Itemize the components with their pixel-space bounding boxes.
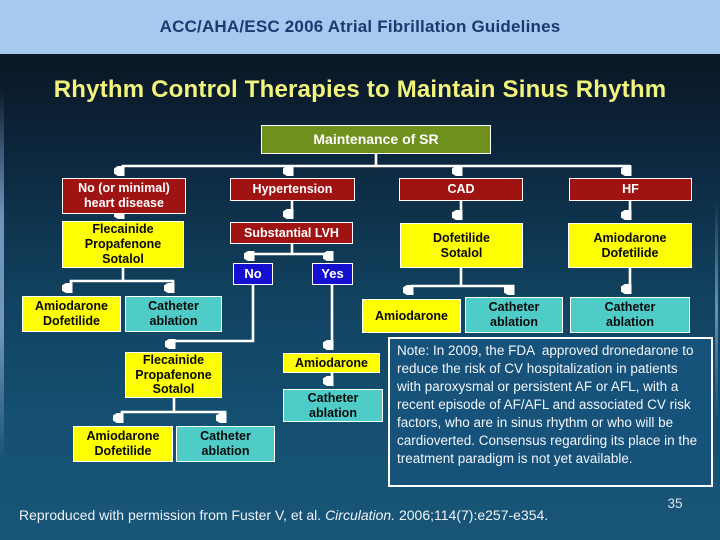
guidelines-header: ACC/AHA/ESC 2006 Atrial Fibrillation Gui… xyxy=(159,17,561,36)
node-hypertension: Hypertension xyxy=(230,178,355,201)
right-edge-highlight xyxy=(715,200,718,420)
node-amiodarone-dofetilide-bottom: Amiodarone Dofetilide xyxy=(73,426,173,462)
page-number: 35 xyxy=(667,496,683,511)
node-cad: CAD xyxy=(399,178,523,201)
header-banner: ACC/AHA/ESC 2006 Atrial Fibrillation Gui… xyxy=(0,0,720,54)
slide-title: Rhythm Control Therapies to Maintain Sin… xyxy=(53,76,667,103)
connector xyxy=(172,284,255,343)
node-hf: HF xyxy=(569,178,692,201)
citation-prefix: Reproduced with permission from Fuster V… xyxy=(19,507,326,523)
citation: Reproduced with permission from Fuster V… xyxy=(19,507,649,523)
node-amiodarone-dofetilide-left: Amiodarone Dofetilide xyxy=(22,296,121,332)
node-substantial-lvh: Substantial LVH xyxy=(230,222,353,244)
node-catheter-ablation-yes: Catheter ablation xyxy=(283,389,383,422)
node-dofetilide-sotalol: Dofetilide Sotalol xyxy=(400,223,523,268)
node-amiodarone-cad: Amiodarone xyxy=(362,299,461,333)
node-maintenance-of-sr: Maintenance of SR xyxy=(261,125,491,154)
node-catheter-ablation-hf: Catheter ablation xyxy=(570,297,690,333)
node-amiodarone-yes: Amiodarone xyxy=(283,353,380,373)
node-no: No xyxy=(233,263,273,285)
node-flecainide-propafenone-sotalol: Flecainide Propafenone Sotalol xyxy=(62,221,184,268)
node-no-minimal-heart-disease: No (or minimal) heart disease xyxy=(62,178,186,214)
node-catheter-ablation-cad: Catheter ablation xyxy=(465,297,563,333)
node-amiodarone-dofetilide-hf: Amiodarone Dofetilide xyxy=(568,223,692,268)
citation-suffix: 2006;114(7):e257-e354. xyxy=(395,507,549,523)
node-catheter-ablation-bottom: Catheter ablation xyxy=(176,426,275,462)
node-flecainide-propafenone-sotalol-2: Flecainide Propafenone Sotalol xyxy=(125,352,222,398)
fda-note: Note: In 2009, the FDA approved dronedar… xyxy=(388,337,713,487)
left-edge-highlight xyxy=(0,90,4,460)
node-yes: Yes xyxy=(312,263,353,285)
citation-journal: Circulation. xyxy=(325,507,396,523)
node-catheter-ablation-left: Catheter ablation xyxy=(125,296,222,332)
